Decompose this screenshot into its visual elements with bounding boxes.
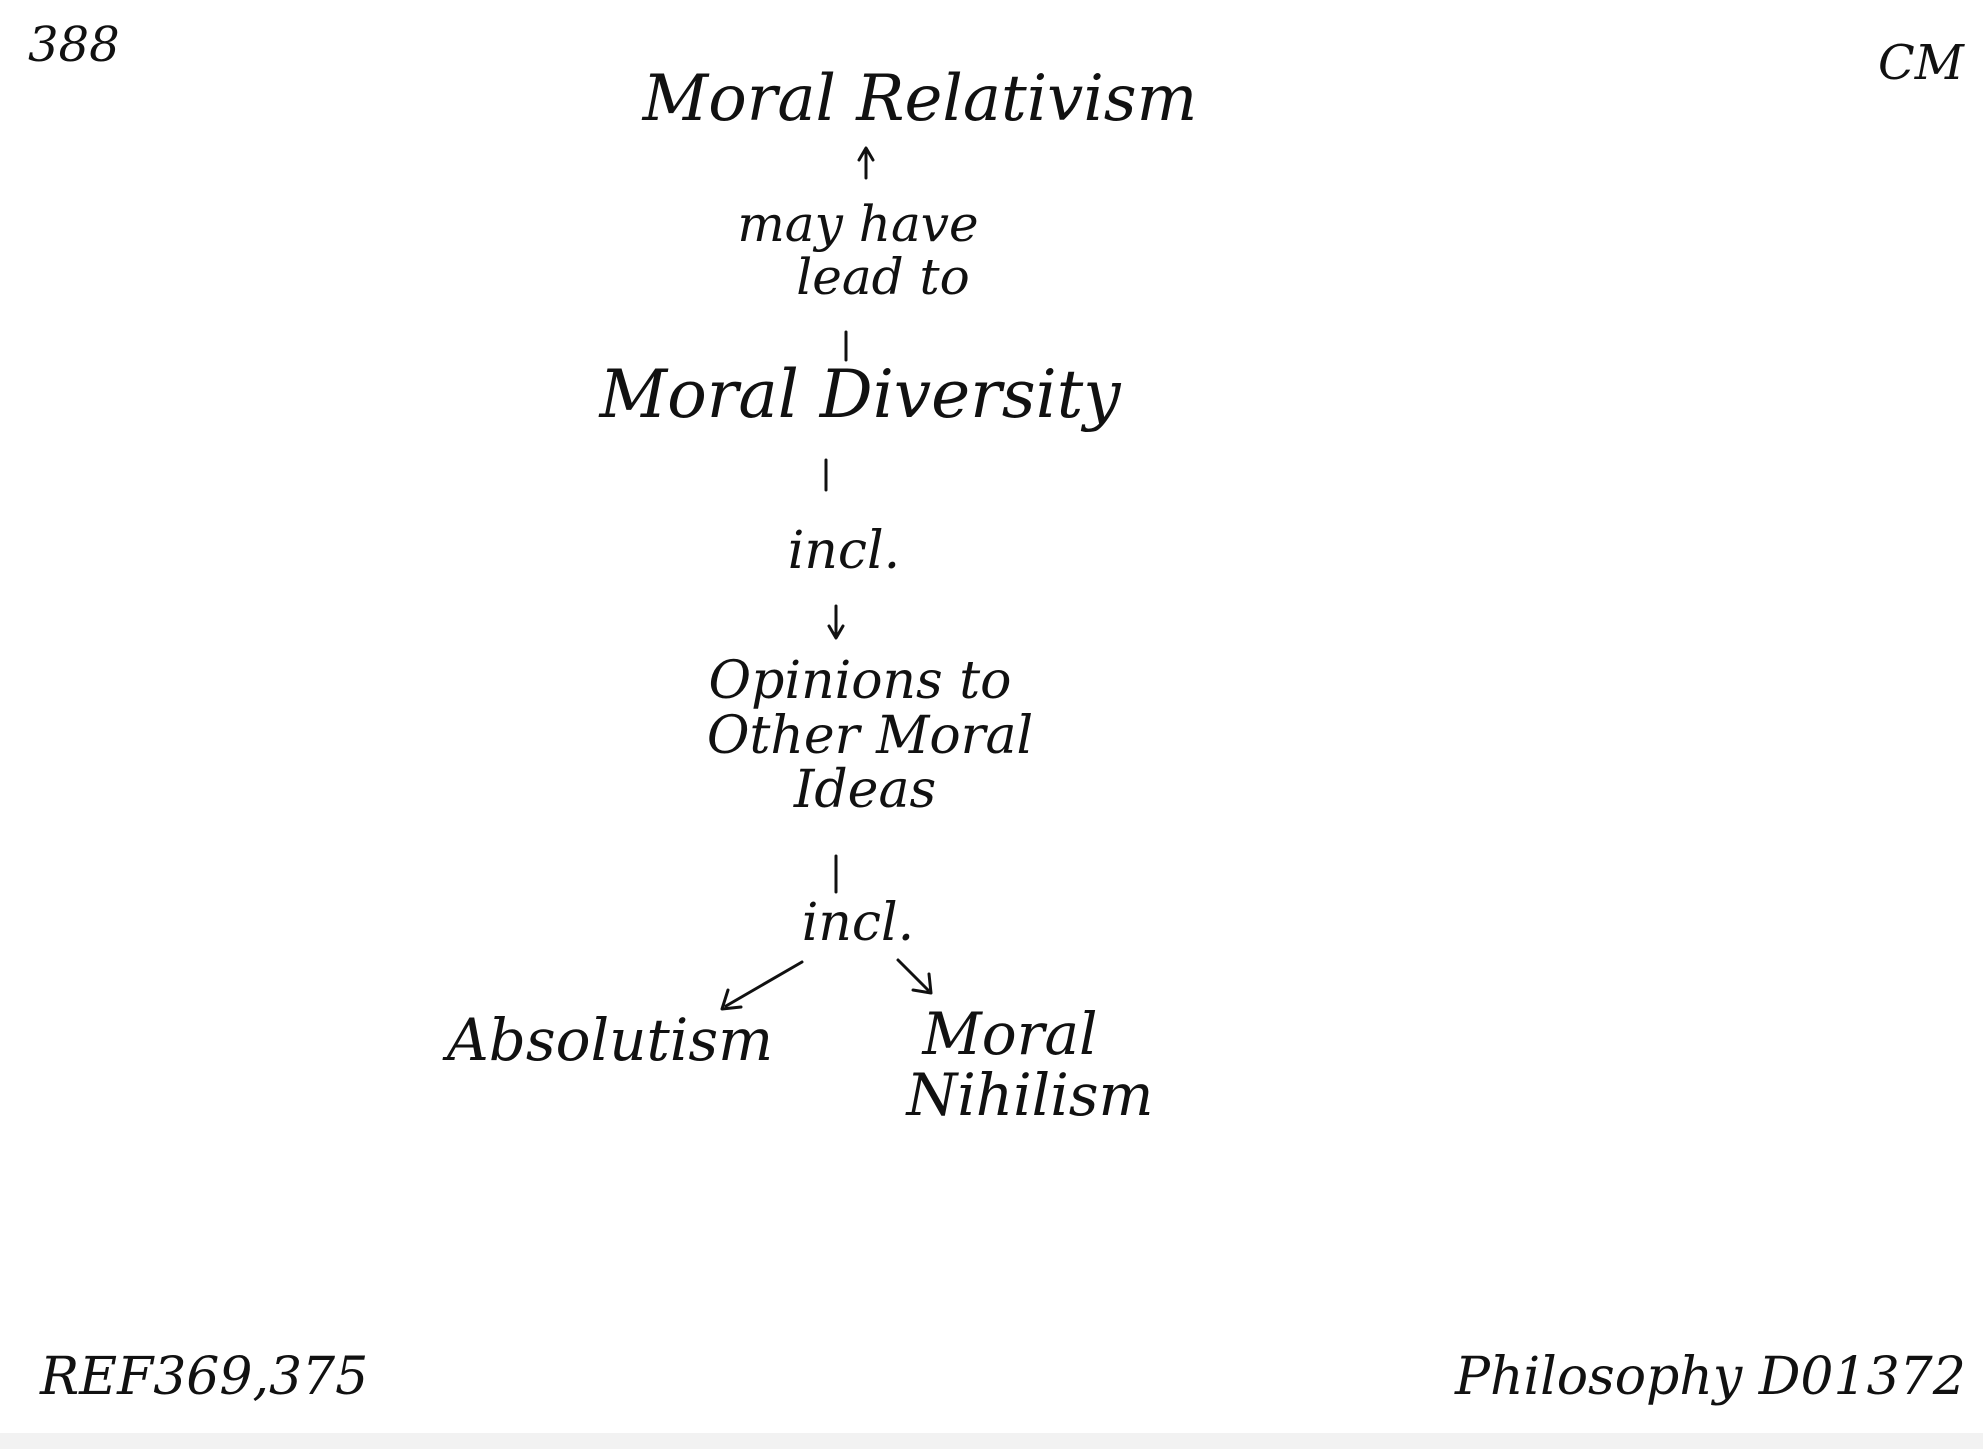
link-may-have-lead-to: may have lead to xyxy=(737,198,978,303)
node-moral-diversity: Moral Diversity xyxy=(599,356,1121,433)
node-absolutism: Absolutism xyxy=(446,1006,774,1074)
node-moral-relativism: Moral Relativism xyxy=(642,62,1198,136)
reference-label: REF369,375 xyxy=(40,1347,369,1407)
arrowhead-nihilism xyxy=(911,972,933,995)
subject-code-label: Philosophy D01372 xyxy=(1455,1347,1966,1407)
opinions-line-1: Opinions to xyxy=(708,651,1012,711)
node-moral-nihilism: Moral Nihilism xyxy=(906,1004,1153,1126)
arrow-to-absolutism xyxy=(724,960,804,1008)
link-line-2: lead to xyxy=(796,247,970,306)
nihilism-line-1: Moral xyxy=(922,1000,1098,1068)
node-opinions-to-other-moral-ideas: Opinions to Other Moral Ideas xyxy=(687,654,1033,818)
link-incl-2: incl. xyxy=(801,893,915,953)
arrowhead-up xyxy=(857,146,875,162)
link-incl-1: incl. xyxy=(787,521,901,581)
author-initials: CM xyxy=(1878,35,1964,91)
link-line-1: may have xyxy=(737,195,979,253)
page-number: 388 xyxy=(28,17,120,73)
arrow-to-moral-nihilism xyxy=(896,958,930,992)
opinions-line-3: Ideas xyxy=(793,760,937,821)
arrowhead-down xyxy=(827,624,845,640)
nihilism-line-2: Nihilism xyxy=(906,1060,1154,1129)
opinions-line-2: Other Moral xyxy=(706,705,1034,766)
bottom-edge-strip xyxy=(0,1433,1983,1449)
